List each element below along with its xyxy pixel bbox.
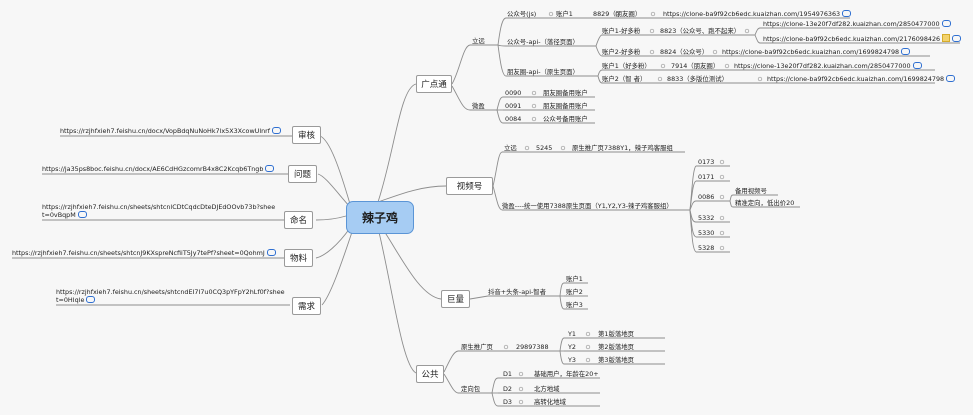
- gdt-gzh-js-url[interactable]: https://clone-ba9f92cb6edc.kuaizhan.com/…: [663, 9, 852, 18]
- root-node[interactable]: 辣子鸡: [346, 201, 414, 234]
- node-gdt[interactable]: 广点通: [416, 75, 452, 93]
- gg-ysp-id[interactable]: 29897388: [516, 343, 549, 351]
- jl-acc-1[interactable]: 账户1: [566, 275, 583, 283]
- gdt-pyq2-id[interactable]: 8833（多版位测试）: [667, 75, 728, 83]
- node-review-label: 审核: [297, 131, 315, 141]
- gdt-gzh-api[interactable]: 公众号-api-（落径页面）: [507, 38, 579, 46]
- gg-d2-desc[interactable]: 北方地域: [534, 385, 560, 393]
- node-issues[interactable]: 问题: [288, 165, 317, 183]
- node-issues-label: 问题: [293, 170, 311, 180]
- sph-id-3[interactable]: 0086: [698, 193, 715, 201]
- link-icon[interactable]: [842, 9, 852, 17]
- gdt-liyuan[interactable]: 立远: [472, 37, 485, 45]
- gg-d1[interactable]: D1: [503, 370, 512, 378]
- gdt-acc1-id[interactable]: 8823（公众号、跑不起来）: [660, 27, 741, 35]
- node-requirements-label: 需求: [297, 302, 315, 312]
- gdt-wy3-desc[interactable]: 公众号备用账户: [543, 115, 588, 123]
- gg-y2-desc[interactable]: 第2版落地页: [598, 343, 635, 351]
- node-sph-label: 视频号: [456, 182, 483, 192]
- node-naming[interactable]: 命名: [284, 211, 313, 229]
- node-gdt-label: 广点通: [421, 80, 447, 90]
- note-icon[interactable]: [942, 34, 951, 42]
- link-icon[interactable]: [272, 126, 282, 134]
- link-icon[interactable]: [946, 74, 956, 82]
- link-icon[interactable]: [912, 61, 922, 69]
- jl-acc-3[interactable]: 账户3: [566, 301, 583, 309]
- gg-d2[interactable]: D2: [503, 385, 512, 393]
- gdt-pyq2-url[interactable]: https://clone-ba9f92cb6edc.kuaizhan.com/…: [767, 74, 956, 83]
- link-icon[interactable]: [941, 19, 951, 27]
- gdt-acc1[interactable]: 账户1-好多粉: [602, 27, 641, 35]
- gdt-gzh-js-id[interactable]: 8829（朋友圈）: [593, 10, 642, 18]
- sph-note-1[interactable]: 备用视频号: [735, 187, 767, 195]
- node-jl-label: 巨量: [446, 295, 464, 305]
- root-label: 辣子鸡: [361, 211, 398, 225]
- sph-note-2[interactable]: 精准定向，低出价20: [735, 199, 795, 207]
- gdt-gzh-js-acc[interactable]: 账户1: [556, 10, 573, 18]
- naming-link[interactable]: https://rzjhfxieh7.feishu.cn/sheets/shtc…: [42, 203, 276, 219]
- sph-liyuan-id[interactable]: 5245: [536, 144, 553, 152]
- jl-sub[interactable]: 抖音+头条-api-智者: [488, 288, 547, 296]
- gdt-wy3[interactable]: 0084: [505, 115, 522, 123]
- gdt-pyq2[interactable]: 账户2（智 者）: [602, 75, 647, 83]
- node-materials[interactable]: 物料: [284, 249, 313, 267]
- sph-id-4[interactable]: 5332: [698, 214, 715, 222]
- gdt-pyq[interactable]: 朋友圈-api-（原生页面）: [507, 68, 579, 76]
- gg-d1-desc[interactable]: 基础用户，年龄在20+: [534, 370, 599, 378]
- link-icon[interactable]: [952, 34, 962, 42]
- materials-link[interactable]: https://rzjhfxieh7.feishu.cn/sheets/shtc…: [12, 248, 276, 257]
- link-icon[interactable]: [86, 295, 96, 303]
- gdt-acc1-url1[interactable]: https://clone-13e20f7df282.kuaizhan.com/…: [763, 19, 951, 28]
- node-sph[interactable]: 视频号: [446, 177, 493, 195]
- gg-y3-desc[interactable]: 第3版落地页: [598, 356, 635, 364]
- requirements-link[interactable]: https://rzjhfxieh7.feishu.cn/sheets/shtc…: [56, 288, 285, 304]
- gg-y2[interactable]: Y2: [568, 343, 576, 351]
- sph-id-1[interactable]: 0173: [698, 158, 715, 166]
- gdt-acc2[interactable]: 账户2-好多粉: [602, 48, 641, 56]
- node-gg[interactable]: 公共: [416, 365, 444, 383]
- gdt-pyq1-url[interactable]: https://clone-13e20f7df282.kuaizhan.com/…: [734, 61, 922, 70]
- gg-d3[interactable]: D3: [503, 398, 512, 406]
- sph-id-6[interactable]: 5328: [698, 244, 715, 252]
- gg-d3-desc[interactable]: 高转化地域: [534, 398, 566, 406]
- sph-id-5[interactable]: 5330: [698, 229, 715, 237]
- issues-link[interactable]: https://ja35ps8boc.feishu.cn/docx/AE6CdH…: [42, 164, 275, 173]
- sph-liyuan-desc[interactable]: 原生推广页7388Y1，辣子鸡客服组: [572, 144, 673, 152]
- link-icon[interactable]: [266, 248, 276, 256]
- node-review[interactable]: 审核: [292, 126, 321, 144]
- gdt-weiying[interactable]: 微盈: [472, 102, 485, 110]
- gg-y1-desc[interactable]: 第1版落地页: [598, 330, 635, 338]
- node-naming-label: 命名: [289, 216, 307, 226]
- gg-y1[interactable]: Y1: [568, 330, 576, 338]
- gdt-wy2-desc[interactable]: 朋友圈备用账户: [543, 102, 588, 110]
- gdt-acc2-id[interactable]: 8824（公众号）: [660, 48, 709, 56]
- gdt-acc1-url2[interactable]: https://clone-ba9f92cb6edc.kuaizhan.com/…: [763, 34, 962, 43]
- jl-acc-2[interactable]: 账户2: [566, 288, 583, 296]
- node-gg-label: 公共: [421, 370, 439, 380]
- sph-liyuan[interactable]: 立远: [504, 144, 517, 152]
- node-requirements[interactable]: 需求: [292, 297, 321, 315]
- gdt-wy1-desc[interactable]: 朋友圈备用账户: [543, 89, 588, 97]
- sph-weiying[interactable]: 微盈----统一使用7388原生页面（Y1,Y2,Y3-辣子鸡客服组）: [502, 202, 673, 210]
- gg-dxb[interactable]: 定向包: [461, 385, 481, 393]
- link-icon[interactable]: [77, 210, 87, 218]
- gg-y3[interactable]: Y3: [568, 356, 576, 364]
- review-link[interactable]: https://rzjhfxieh7.feishu.cn/docx/VopBdq…: [60, 126, 282, 135]
- link-icon[interactable]: [265, 164, 275, 172]
- gdt-gzh-js[interactable]: 公众号(js): [507, 10, 537, 18]
- sph-id-2[interactable]: 0171: [698, 173, 715, 181]
- gdt-pyq1[interactable]: 账户1（好多粉）: [602, 62, 651, 70]
- node-materials-label: 物料: [289, 254, 307, 264]
- node-jl[interactable]: 巨量: [441, 290, 470, 308]
- gg-ysp[interactable]: 原生推广页: [461, 343, 493, 351]
- gdt-wy1[interactable]: 0090: [505, 89, 522, 97]
- link-icon[interactable]: [901, 47, 911, 55]
- gdt-acc2-url[interactable]: https://clone-ba9f92cb6edc.kuaizhan.com/…: [722, 47, 911, 56]
- gdt-pyq1-id[interactable]: 7914（朋友圈）: [671, 62, 720, 70]
- gdt-wy2[interactable]: 0091: [505, 102, 522, 110]
